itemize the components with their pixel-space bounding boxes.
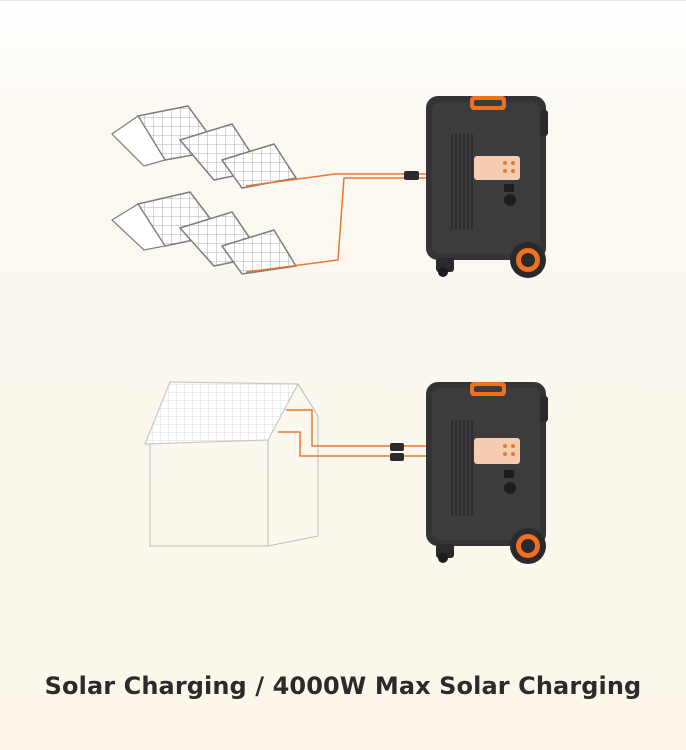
portable-solar-panel-set-top <box>111 105 298 189</box>
power-station-bottom <box>426 382 548 564</box>
top-divider <box>0 0 686 1</box>
mc4-connector <box>404 171 419 180</box>
power-station-top <box>426 96 548 278</box>
house-with-rooftop-solar <box>144 381 319 547</box>
solar-input-port-panel <box>474 438 520 464</box>
mc4-connector <box>390 453 404 461</box>
solar-input-port-panel <box>474 156 520 180</box>
feature-caption: Solar Charging / 4000W Max Solar Chargin… <box>44 672 642 700</box>
mc4-connector <box>390 443 404 451</box>
portable-solar-panel-set-bottom <box>111 191 298 275</box>
